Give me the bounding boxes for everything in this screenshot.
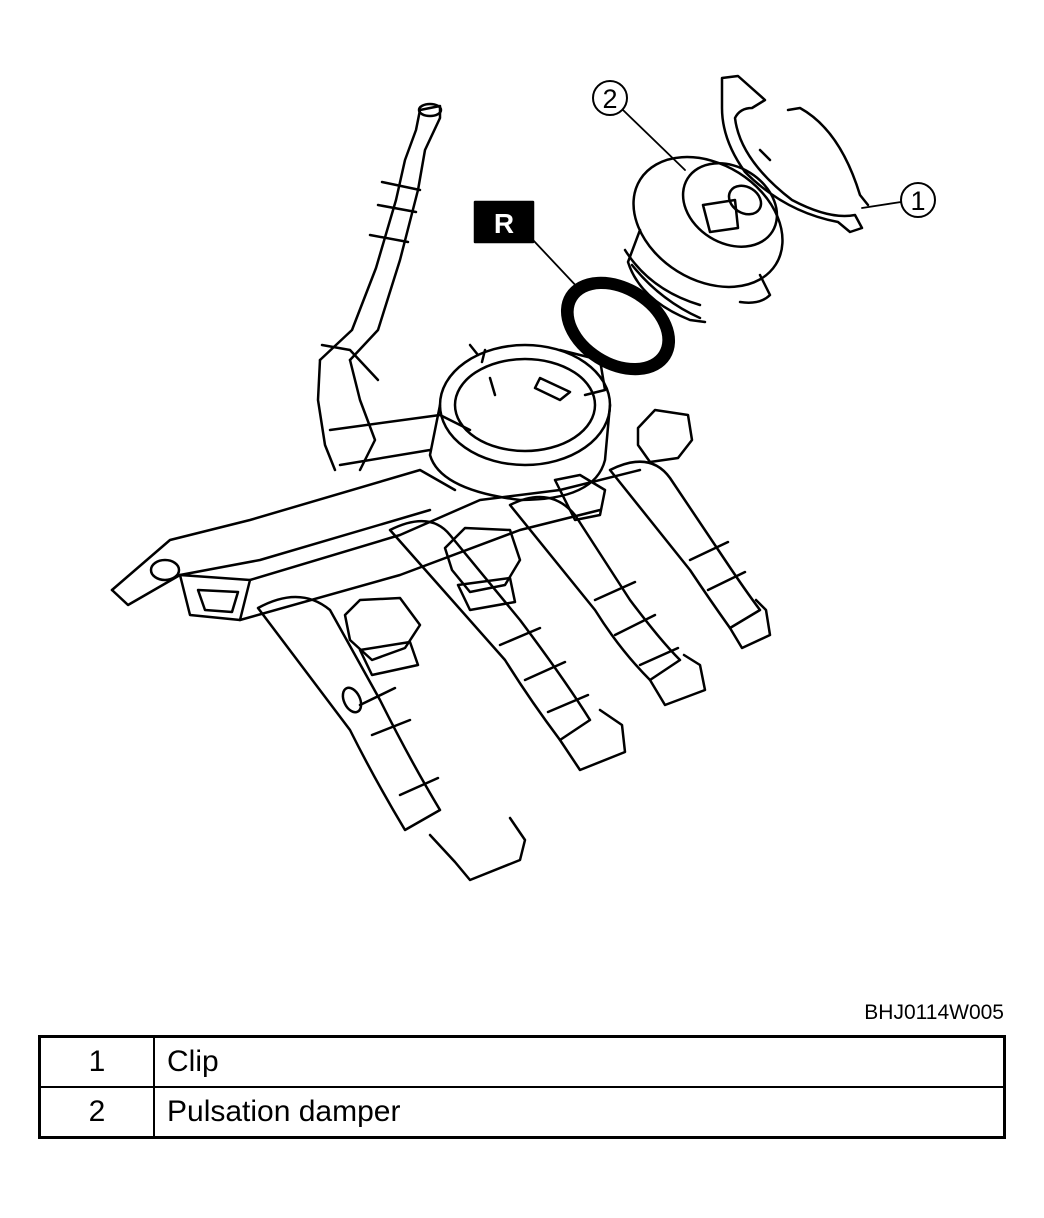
fuel-rail bbox=[110, 413, 642, 622]
injector bbox=[508, 473, 707, 707]
replace-tag-label: R bbox=[494, 208, 514, 239]
exploded-view-illustration: 2 1 R bbox=[110, 74, 936, 882]
injector bbox=[256, 595, 527, 882]
callout-2: 2 bbox=[592, 80, 686, 171]
injector bbox=[388, 519, 627, 772]
legend-table: 1 Clip 2 Pulsation damper bbox=[38, 1035, 1006, 1139]
replace-tag: R bbox=[473, 200, 581, 291]
legend-number: 2 bbox=[38, 1086, 155, 1139]
legend-number: 1 bbox=[38, 1035, 155, 1088]
legend-name: Pulsation damper bbox=[153, 1086, 1006, 1139]
figure-code: BHJ0114W005 bbox=[864, 1001, 1004, 1024]
injector bbox=[608, 408, 772, 650]
callout-1-label: 1 bbox=[910, 186, 925, 216]
o-ring bbox=[560, 276, 676, 376]
callout-1: 1 bbox=[861, 182, 936, 218]
callout-2-label: 2 bbox=[602, 84, 617, 114]
legend-row: 1 Clip bbox=[38, 1035, 1006, 1088]
pulsation-damper bbox=[623, 155, 784, 324]
legend-row: 2 Pulsation damper bbox=[38, 1086, 1006, 1139]
legend-name: Clip bbox=[153, 1035, 1006, 1088]
clip bbox=[720, 74, 870, 234]
fuel-inlet-pipe bbox=[316, 102, 443, 472]
